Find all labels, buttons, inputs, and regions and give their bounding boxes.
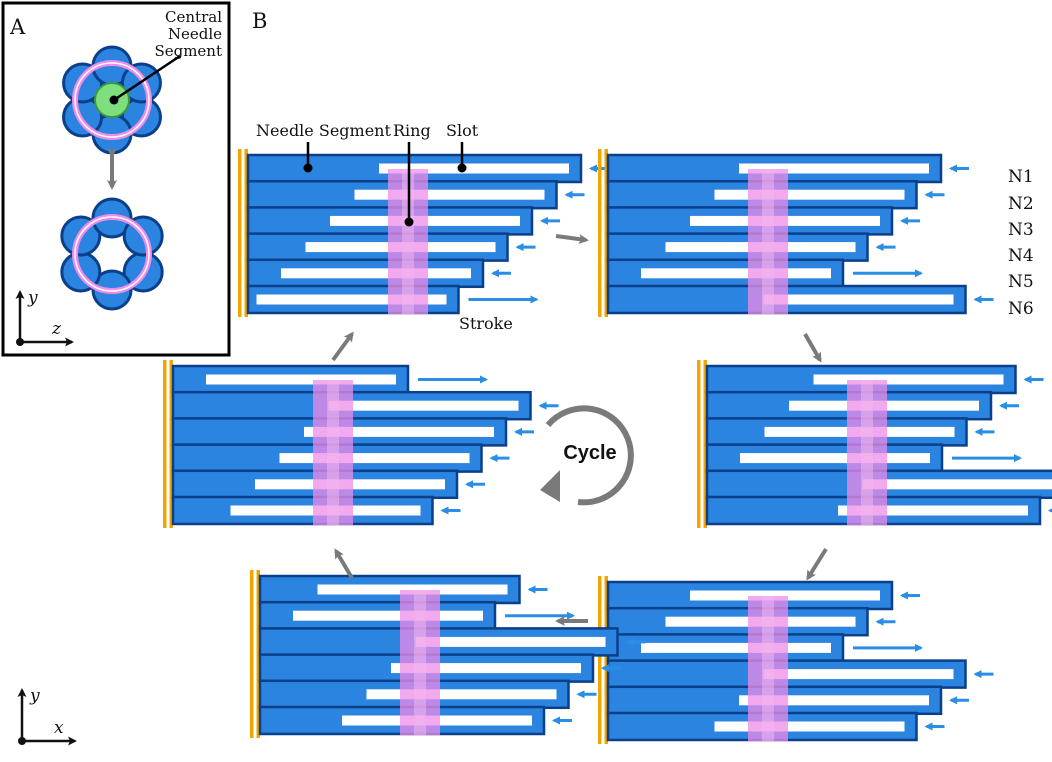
slot-N4 bbox=[391, 663, 581, 674]
needle-segment-callout: Needle Segment bbox=[256, 121, 391, 140]
cycle-state-4 bbox=[598, 576, 994, 744]
base-plate bbox=[697, 360, 701, 528]
stroke-label: Stroke bbox=[459, 314, 513, 333]
cycle-label: Cycle bbox=[563, 442, 616, 464]
ring-highlight bbox=[74, 62, 150, 138]
base-plate bbox=[163, 360, 167, 528]
central-needle-label-line1: Central bbox=[165, 8, 222, 26]
slot-N5 bbox=[641, 268, 831, 279]
central-needle-leader bbox=[113, 54, 181, 102]
axis-y-label-a: y bbox=[27, 288, 38, 308]
central-needle-label-line3: Segment bbox=[154, 42, 222, 60]
base-plate bbox=[604, 576, 608, 744]
needle-label-n4: N4 bbox=[1008, 246, 1034, 266]
flow-arrow-1-2 bbox=[555, 234, 589, 245]
slot-N3 bbox=[415, 636, 606, 647]
axis-z-label-a: z bbox=[51, 319, 62, 339]
slot-N5 bbox=[366, 689, 557, 700]
slot-N4 bbox=[740, 453, 930, 464]
base-plate bbox=[169, 360, 173, 528]
base-plate bbox=[598, 149, 602, 317]
slot-N2 bbox=[714, 189, 905, 200]
base-plate bbox=[703, 360, 707, 528]
base-plate bbox=[604, 149, 608, 317]
slot-N2 bbox=[354, 189, 545, 200]
cycle-indicator: Cycle bbox=[540, 405, 634, 506]
ring-band-highlight bbox=[402, 169, 414, 315]
panel-a-label: A bbox=[9, 15, 26, 39]
flow-arrows bbox=[331, 234, 828, 626]
slot-N6 bbox=[714, 721, 905, 732]
slot-N5 bbox=[862, 479, 1052, 490]
needle-label-n3: N3 bbox=[1008, 220, 1034, 240]
needle-label-n5: N5 bbox=[1008, 272, 1034, 292]
ring-band-highlight bbox=[414, 590, 426, 736]
flow-arrow-3-4 bbox=[806, 547, 828, 581]
slot-N4 bbox=[763, 669, 954, 680]
panel-b: B Needle Segment Ring Slot Stroke N1 N2 … bbox=[17, 9, 1052, 746]
slot-N6 bbox=[838, 505, 1028, 516]
cycle-state-1 bbox=[238, 149, 609, 317]
needle-labels: N1 N2 N3 N4 N5 N6 bbox=[1008, 167, 1034, 319]
slot-N1 bbox=[206, 374, 396, 385]
ring-band-highlight bbox=[327, 380, 339, 526]
axis-y-label-b: y bbox=[29, 686, 40, 706]
slot-N5 bbox=[281, 268, 471, 279]
needle-cluster-closed bbox=[62, 45, 162, 155]
needle-cluster-open bbox=[60, 197, 164, 311]
needle-label-n1: N1 bbox=[1008, 167, 1034, 187]
slot-N3 bbox=[641, 642, 831, 653]
ring-band-highlight bbox=[762, 596, 774, 742]
cycle-arrow bbox=[545, 405, 634, 506]
cycle-arrowhead bbox=[540, 470, 560, 502]
flow-arrow-2-3 bbox=[803, 333, 822, 363]
ring-highlight bbox=[74, 216, 150, 292]
slot-N6 bbox=[256, 294, 447, 305]
ring-band-highlight bbox=[861, 380, 873, 526]
cycle-state-3 bbox=[697, 360, 1052, 528]
flow-arrow-6-1 bbox=[331, 331, 354, 362]
base-plate bbox=[256, 570, 260, 738]
slot-N5 bbox=[739, 695, 929, 706]
panel-a: A Central Needle Segment y z bbox=[1, 1, 231, 357]
slot-N2 bbox=[328, 400, 519, 411]
base-plate bbox=[244, 149, 248, 317]
axis-yz: y z bbox=[15, 288, 74, 347]
base-plate bbox=[598, 576, 602, 744]
ring-band-highlight bbox=[762, 169, 774, 315]
needle-label-n6: N6 bbox=[1008, 299, 1034, 319]
base-plate bbox=[238, 149, 242, 317]
slot-N6 bbox=[763, 294, 954, 305]
central-needle-leader-dot bbox=[109, 95, 119, 105]
slot-N4 bbox=[279, 453, 470, 464]
slot-N1 bbox=[813, 374, 1004, 385]
slot-callout: Slot bbox=[446, 121, 479, 140]
slot-N2 bbox=[293, 610, 483, 621]
slot-N1 bbox=[379, 163, 569, 174]
panel-b-label: B bbox=[252, 9, 267, 33]
central-needle-label-line2: Needle bbox=[168, 25, 222, 43]
needle-label-n2: N2 bbox=[1008, 194, 1034, 214]
slot-N3 bbox=[304, 426, 494, 437]
cycle-state-5 bbox=[250, 570, 646, 738]
base-plate bbox=[250, 570, 254, 738]
slot-N1 bbox=[690, 590, 880, 601]
cycle-states bbox=[163, 149, 1052, 744]
slot-N1 bbox=[739, 163, 929, 174]
callouts: Needle Segment Ring Slot Stroke bbox=[256, 121, 513, 333]
ring-callout: Ring bbox=[393, 121, 431, 140]
cycle-state-2 bbox=[598, 149, 994, 317]
flow-arrow-5-6 bbox=[334, 548, 354, 580]
axis-xy: y x bbox=[17, 686, 77, 746]
cycle-state-6 bbox=[163, 360, 559, 528]
slot-N1 bbox=[317, 584, 508, 595]
axis-x-label-b: x bbox=[54, 718, 64, 738]
